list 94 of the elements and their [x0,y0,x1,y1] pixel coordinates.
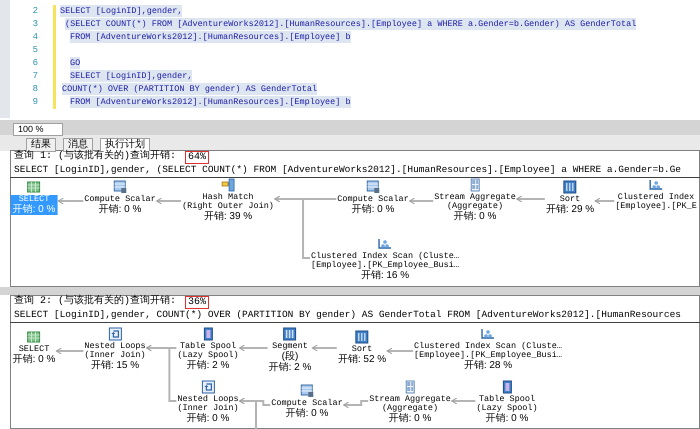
operator-cost: 开销: 39 % [202,211,254,222]
operator-name: (Aggregate) [446,202,504,211]
plan-operator [268,327,312,373]
operator-name: (Inner Join) [177,404,239,413]
operator-cost: 开销: 0 % [12,354,56,365]
operator-name: Table Spool [478,395,536,404]
plan-operator [84,180,156,215]
operator-cost: 开销: 0 % [186,413,230,424]
plan-operator [10,180,58,215]
plan-operator [311,237,459,281]
plan-arrow [146,344,176,402]
query-cost: 64% [185,151,210,164]
operator-cost: 开销: 0 % [452,211,498,222]
operator-name: [Employee].[PK_E [615,202,697,211]
query-heading: 查询 2: (与该批有关的)查询开销: [14,296,176,308]
plan-arrow [156,198,182,204]
operator-cost: 开销: 28 % [462,360,514,371]
plan-arrow [516,196,545,202]
operator-name: Stream Aggregate [369,395,451,404]
plan-arrow [274,196,310,259]
operator-name: Segment [271,342,309,351]
operator-name: Sort [350,345,374,354]
operator-name: Sort [558,195,582,204]
operator-cost: 开销: 0 % [388,413,432,424]
operator-name: (Lazy Spool) [177,351,239,360]
line-number: 8 [32,83,38,95]
operator-name: Table Spool [180,342,236,351]
operator-name: Compute Scalar [84,195,156,204]
zoom-dropdown: 100 % [13,123,63,136]
operator-name: [Employee].[PK_Employee_Busi… [414,351,562,360]
plan-arrow [343,400,368,408]
operator-cost: 开销: 0 % [12,204,56,215]
plan-operator [177,380,239,424]
plan-operator [177,327,239,371]
line-number: 7 [32,70,38,82]
query-heading: 查询 1: (与该批有关的)查询开销: [14,151,176,163]
plan-arrow [386,348,414,354]
plan-arrow [451,398,476,404]
line-number: 6 [32,57,38,69]
plan-operator [84,327,146,371]
line-number: 9 [32,96,38,108]
operator-name: Hash Match [202,193,254,202]
operator-cost: 开销: 2 % [186,360,230,371]
operator-cost: 开销: 15 % [90,360,140,371]
plan-arrow [58,198,84,204]
plan-operator [338,330,386,365]
plan-arrow [312,344,337,352]
plan-arrow [409,198,434,204]
plan-operator [546,180,594,215]
plan-operator [271,384,343,419]
operator-name: Clustered Index Scan (Cluste… [311,252,459,261]
operator-name: Stream Aggregate [434,193,516,202]
operator-name: Compute Scalar [271,399,343,408]
plan-operator [182,178,274,222]
operator-cost: 开销: 16 % [360,270,410,281]
operator-cost: 开销: 0 % [350,204,396,215]
plan-operator [434,178,516,222]
plan-operator [337,180,409,215]
operator-name: SELECT [18,345,50,354]
plan-operator [476,380,538,424]
operator-name: (Right Outer Join) [182,202,274,211]
line-number: 4 [32,31,38,43]
operator-name: SELECT [18,195,50,204]
plan-operator [414,327,562,371]
operator-cost: 开销: 0 % [98,204,142,215]
operator-cost: (段) [280,351,300,362]
line-number: 2 [32,5,38,17]
plan-operator [12,330,56,365]
operator-name: (Inner Join) [84,351,146,360]
plan-arrow [239,344,268,352]
query-cost: 36% [185,296,210,309]
operator-cost: 开销: 52 % [338,354,386,365]
plan-arrow [239,398,257,429]
operator-name: Nested Loops [177,395,239,404]
operator-name: (Lazy Spool) [476,404,538,413]
plan-operator [615,178,697,211]
operator-name: Compute Scalar [337,195,409,204]
operator-cost: 开销: 29 % [546,204,594,215]
query-text: SELECT [LoginID],gender, COUNT(*) OVER (PARTITION BY gender) AS GenderTotal FROM [AdventureWorks2012].[HumanResources [14,309,682,321]
operator-name: Clustered Index [618,193,694,202]
operator-name: Clustered Index Scan (Cluste… [414,342,562,351]
plan-operator [369,380,451,424]
operator-cost: 开销: 0 % [284,408,330,419]
operator-name: Nested Loops [84,342,146,351]
operator-name: (Aggregate) [380,404,440,413]
operator-cost: 开销: 0 % [484,413,530,424]
query-text: SELECT [LoginID],gender, (SELECT COUNT(*) FROM [AdventureWorks2012].[HumanResources].[Employee] a WHERE a.Gender=b.Ge [14,164,682,176]
active-tab: 执行计划 [100,138,150,151]
line-number: 3 [32,18,38,30]
operator-cost: 开销: 2 % [268,362,312,373]
plan-arrow [56,348,84,354]
plan-arrow [594,198,614,204]
operator-name: [Employee].[PK_Employee_Busi… [311,261,459,270]
line-number: 5 [32,44,38,56]
